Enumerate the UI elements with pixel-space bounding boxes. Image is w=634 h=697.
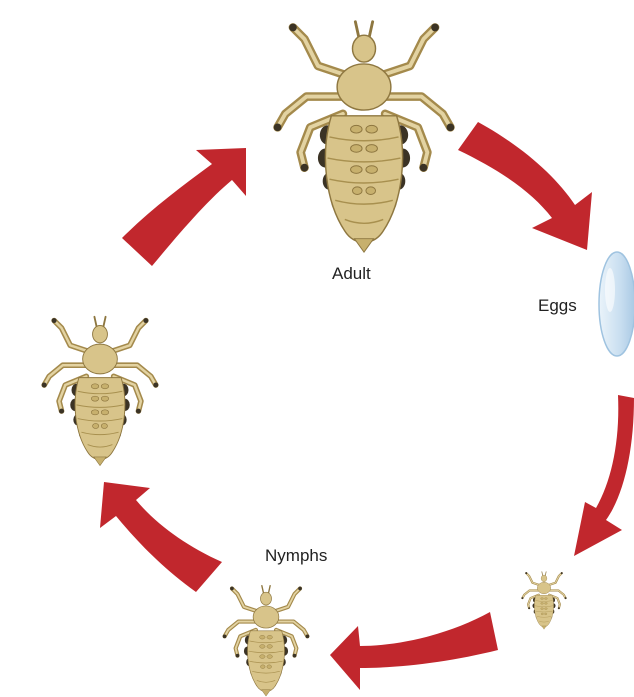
label-adult: Adult	[332, 264, 371, 284]
arrow-eggs-to-nymph	[574, 395, 634, 556]
nymph-large	[42, 317, 159, 466]
arrow-nymph-to-nymph	[330, 612, 498, 690]
nymph-small	[521, 572, 566, 630]
arrow-adult-to-eggs	[458, 122, 592, 250]
label-eggs: Eggs	[538, 296, 577, 316]
nymph-medium	[223, 586, 309, 696]
egg	[599, 252, 634, 356]
arrow-nymph-to-adult	[122, 148, 246, 266]
label-nymphs: Nymphs	[265, 546, 327, 566]
arrow-nymph-to-large	[100, 482, 222, 592]
adult-louse	[274, 22, 454, 252]
